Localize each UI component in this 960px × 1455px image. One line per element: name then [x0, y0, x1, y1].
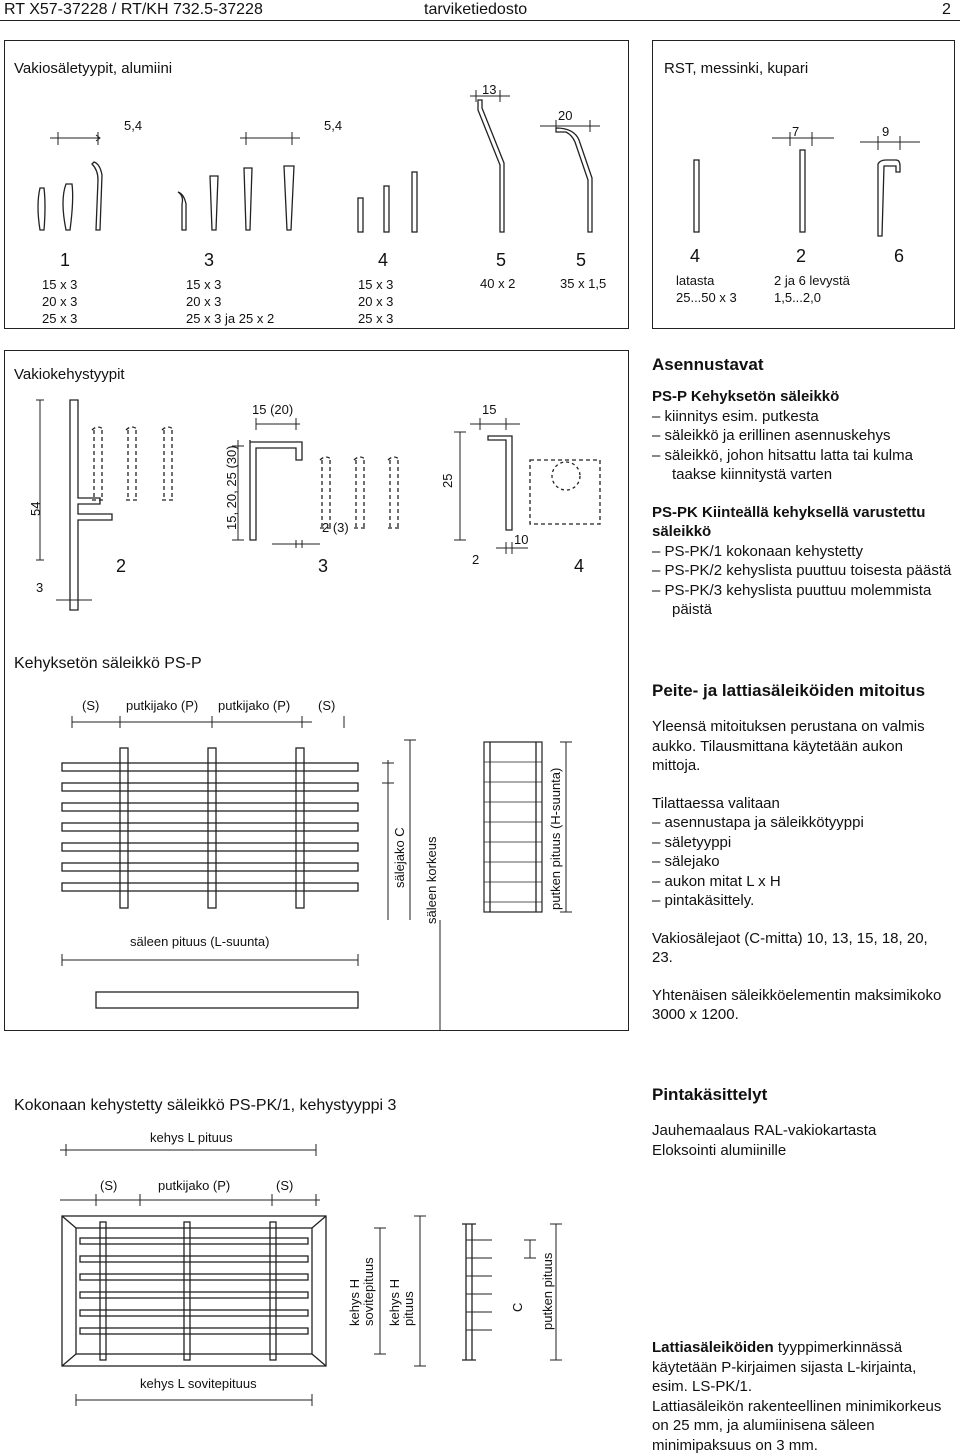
floor-min-text: Lattiasäleikön rakenteellinen minimikork…: [652, 1397, 952, 1455]
psp-top-p2: putkijako (P): [218, 698, 290, 714]
order-intro: Tilattaessa valitaan: [652, 794, 952, 814]
surface-title: Pintakäsittelyt: [652, 1084, 952, 1105]
dimension-title: Peite- ja lattiasäleiköiden mitoitus: [652, 680, 952, 701]
profile-1-group: [38, 162, 102, 230]
frame3-height-label: 15, 20, 25 (30): [224, 445, 239, 530]
frame-type-2: [36, 400, 174, 610]
frame4-dim-10: 10: [514, 532, 528, 548]
order-item: – aukon mitat L x H: [652, 872, 952, 892]
alu-type-4-sizes: 15 x 3 20 x 3 25 x 3: [358, 276, 393, 327]
alu-type-4-num: 4: [378, 250, 388, 272]
rst-dim-2: 9: [882, 124, 889, 140]
psp-length-label: säleen pituus (L-suunta): [130, 934, 269, 950]
pspk-install-title: PS-PK Kiinteällä kehyksellä varustettu s…: [652, 503, 952, 542]
psp-install-title: PS-P Kehyksetön säleikkö: [652, 387, 952, 407]
pspk-title: Kokonaan kehystetty säleikkö PS-PK/1, ke…: [14, 1096, 396, 1115]
pspk-frame-h-label: kehys H pituus: [388, 1266, 416, 1326]
pspk-install-item: – PS-PK/3 kehyslista puuttuu molemmista …: [652, 581, 952, 620]
rst-title: RST, messinki, kupari: [664, 60, 808, 78]
install-title: Asennustavat: [652, 354, 952, 375]
frame-type-3-num: 3: [318, 556, 328, 578]
dimension-paragraph: Yleensä mitoituksen perustana on valmis …: [652, 717, 952, 776]
alu-dim-4: 20: [558, 108, 572, 124]
alu-type-1-num: 1: [60, 250, 70, 272]
frame-type-4-num: 4: [574, 556, 584, 578]
rst-dim-1: 7: [792, 124, 799, 140]
dimension-section: Peite- ja lattiasäleiköiden mitoitus Yle…: [652, 680, 952, 1025]
frame3-dim-bottom: 2 (3): [322, 520, 349, 536]
pspk-install-item: – PS-PK/1 kokonaan kehystetty: [652, 542, 952, 562]
psp-tube-label: putken pituus (H-suunta): [548, 768, 563, 910]
frame2-width-label: 3: [36, 580, 43, 596]
psp-top-s1: (S): [82, 698, 99, 714]
psp-install-item: – kiinnitys esim. putkesta: [652, 407, 952, 427]
psp-title: Kehyksetön säleikkö PS-P: [14, 654, 202, 673]
rst-profiles: [694, 132, 920, 236]
frames-title: Vakiokehystyypit: [14, 366, 125, 384]
surface-section: Pintakäsittelyt Jauhemaalaus RAL-vakioka…: [652, 1084, 952, 1160]
standard-spacing-text: Vakiosälejaot (C-mitta) 10, 13, 15, 18, …: [652, 929, 952, 968]
alu-dim-3: 13: [482, 82, 496, 98]
order-item: – pintakäsittely.: [652, 891, 952, 911]
surface-line: Jauhemaalaus RAL-vakiokartasta: [652, 1121, 952, 1141]
rst-type-6-num: 6: [894, 246, 904, 268]
floor-bold: Lattiasäleiköiden: [652, 1339, 774, 1356]
install-section: Asennustavat PS-P Kehyksetön säleikkö – …: [652, 354, 952, 620]
ps-p-grid: [62, 716, 572, 1030]
pspk-top-p: putkijako (P): [158, 1178, 230, 1194]
profile-4-group: [358, 172, 417, 232]
frame4-height-label: 25: [440, 474, 455, 488]
frame4-dim-top: 15: [482, 402, 496, 418]
alu-title: Vakiosäletyypit, alumiini: [14, 60, 172, 78]
pspk-tube-label: putken pituus: [540, 1253, 555, 1330]
order-item: – säletyyppi: [652, 833, 952, 853]
pspk-c-label: C: [510, 1303, 525, 1312]
pspk-install-item: – PS-PK/2 kehyslista puuttuu toisesta pä…: [652, 561, 952, 581]
rst-type-4-sizes: latasta 25...50 x 3: [676, 272, 737, 306]
frame-type-3: [232, 418, 400, 548]
alu-dim-1: 5,4: [124, 118, 142, 134]
frame2-height-label: 54: [28, 502, 43, 516]
frame3-dim-top: 15 (20): [252, 402, 293, 418]
alu-type-5a-sizes: 40 x 2: [480, 276, 515, 292]
surface-line: Eloksointi alumiinille: [652, 1141, 952, 1161]
floor-section: Lattiasäleiköiden tyyppimerkinnässä käyt…: [652, 1338, 952, 1455]
order-item: – asennustapa ja säleikkötyyppi: [652, 813, 952, 833]
pspk-top-s1: (S): [100, 1178, 117, 1194]
rst-type-2-num: 2: [796, 246, 806, 268]
rst-type-2-sizes: 2 ja 6 levystä 1,5...2,0: [774, 272, 850, 306]
order-item: – sälejako: [652, 852, 952, 872]
alu-type-1-sizes: 15 x 3 20 x 3 25 x 3: [42, 276, 77, 327]
alu-type-5a-num: 5: [496, 250, 506, 272]
pspk-fit-h-label: kehys H sovitepituus: [348, 1246, 376, 1326]
frame-type-2-num: 2: [116, 556, 126, 578]
profile-5a: [478, 100, 504, 232]
psp-install-item: – säleikkö, johon hitsattu latta tai kul…: [652, 446, 952, 485]
max-size-text: Yhtenäisen säleikköelementin maksimikoko…: [652, 986, 952, 1025]
pspk-top-s2: (S): [276, 1178, 293, 1194]
psp-install-item: – säleikkö ja erillinen asennuskehys: [652, 426, 952, 446]
profile-3-group: [178, 166, 294, 230]
alu-dim-2: 5,4: [324, 118, 342, 134]
pspk-frame-l-label: kehys L pituus: [150, 1130, 233, 1146]
pspk-fit-l-label: kehys L sovitepituus: [140, 1376, 257, 1392]
psp-height-label: säleen korkeus: [424, 837, 439, 924]
alu-type-3-sizes: 15 x 3 20 x 3 25 x 3 ja 25 x 2: [186, 276, 274, 327]
alu-type-5b-num: 5: [576, 250, 586, 272]
psp-top-s2: (S): [318, 698, 335, 714]
frame4-dim-2: 2: [472, 552, 479, 568]
profile-5b: [556, 128, 592, 232]
alu-type-3-num: 3: [204, 250, 214, 272]
psp-top-p1: putkijako (P): [126, 698, 198, 714]
psp-spacing-label: sälejako C: [392, 827, 407, 888]
rst-type-4-num: 4: [690, 246, 700, 268]
alu-type-5b-sizes: 35 x 1,5: [560, 276, 606, 292]
ps-pk-grid: [60, 1144, 562, 1406]
